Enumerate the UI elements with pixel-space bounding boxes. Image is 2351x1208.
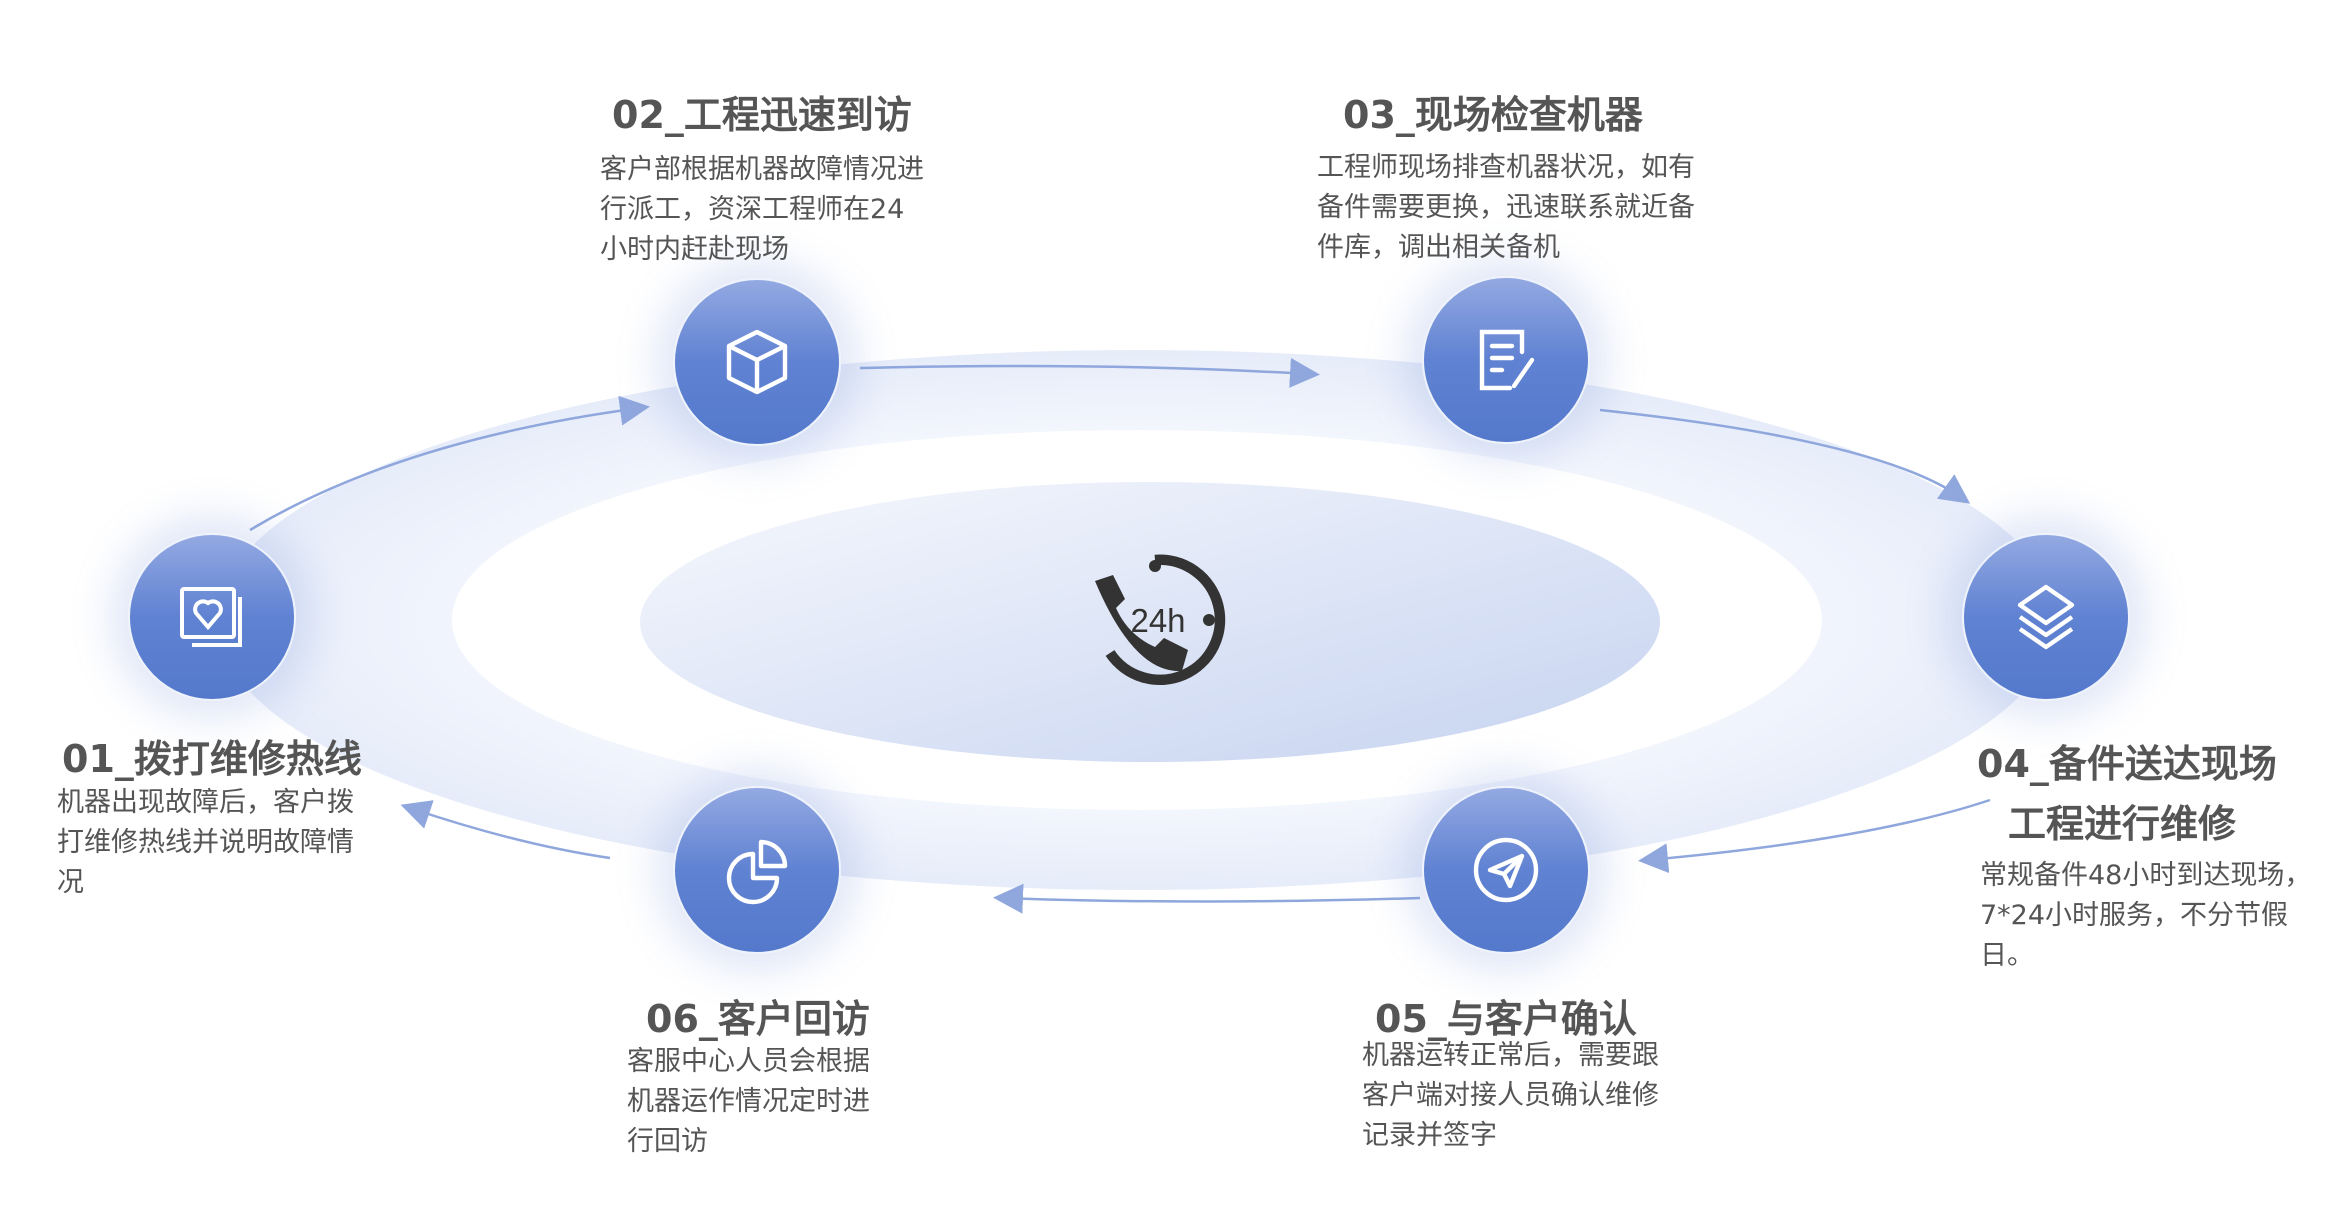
desc-line: 行派工，资深工程师在24 — [600, 194, 905, 225]
desc-line: 机器运转正常后，需要跟 — [1362, 1040, 1659, 1071]
desc-line: 客户部根据机器故障情况进 — [600, 154, 924, 185]
arrow-02-03 — [859, 357, 1320, 388]
step-02-node — [673, 278, 841, 446]
desc-line: 客户端对接人员确认维修 — [1362, 1080, 1659, 1111]
step-04-title: 04_备件送达现场 — [1977, 742, 2277, 786]
step-04-node — [1962, 533, 2130, 701]
step-03-desc: 工程师现场排查机器状况，如有 备件需要更换，迅速联系就近备 件库，调出相关备机 — [1317, 148, 1695, 268]
arrow-04-05 — [1638, 798, 1991, 874]
desc-line: 行回访 — [627, 1126, 708, 1157]
pie-chart-icon — [726, 839, 788, 905]
desc-line: 况 — [57, 867, 84, 898]
arrow-01-02 — [249, 395, 650, 532]
arrow-05-06 — [993, 883, 1421, 914]
step-01-desc: 机器出现故障后，客户拨 打维修热线并说明故障情 况 — [57, 783, 354, 903]
step-01-title: 01_拨打维修热线 — [62, 737, 362, 781]
desc-line: 日。 — [1980, 940, 2034, 971]
desc-line: 小时内赶赴现场 — [600, 234, 789, 265]
step-05-title: 05_与客户确认 — [1375, 997, 1637, 1041]
desc-line: 机器出现故障后，客户拨 — [57, 787, 354, 818]
desc-line: 客服中心人员会根据 — [627, 1046, 870, 1077]
center-label: 24h — [1130, 602, 1185, 639]
step-06-node — [673, 786, 841, 954]
step-06-title: 06_客户回访 — [646, 997, 870, 1041]
step-05-node — [1422, 786, 1590, 954]
document-edit-icon — [1479, 329, 1535, 391]
layers-icon — [2017, 584, 2075, 650]
photo-heart-icon — [180, 587, 242, 647]
step-03-title: 03_现场检查机器 — [1343, 93, 1643, 137]
desc-line: 常规备件48小时到达现场， — [1980, 860, 2312, 891]
step-04-title-line2: 工程进行维修 — [2008, 802, 2237, 846]
step-03-node — [1422, 276, 1590, 444]
step-01-node — [128, 533, 296, 701]
cube-icon — [726, 329, 788, 395]
arrow-06-01 — [400, 800, 611, 860]
desc-line: 工程师现场排查机器状况，如有 — [1317, 152, 1695, 183]
desc-line: 打维修热线并说明故障情 — [57, 827, 354, 858]
desc-line: 机器运作情况定时进 — [627, 1086, 870, 1117]
desc-line: 备件需要更换，迅速联系就近备 — [1317, 192, 1695, 223]
step-06-desc: 客服中心人员会根据 机器运作情况定时进 行回访 — [627, 1042, 870, 1162]
desc-line: 7*24小时服务，不分节假 — [1980, 900, 2289, 931]
24h-phone-icon: 24h — [1095, 554, 1226, 686]
step-05-desc: 机器运转正常后，需要跟 客户端对接人员确认维修 记录并签字 — [1362, 1036, 1659, 1156]
step-04-desc: 常规备件48小时到达现场， 7*24小时服务，不分节假 日。 — [1980, 856, 2311, 976]
step-02-desc: 客户部根据机器故障情况进 行派工，资深工程师在24 小时内赶赴现场 — [600, 150, 924, 270]
desc-line: 记录并签字 — [1362, 1120, 1497, 1151]
inner-ellipse — [640, 482, 1660, 762]
paper-plane-icon — [1473, 837, 1539, 903]
desc-line: 件库，调出相关备机 — [1317, 232, 1560, 263]
step-02-title: 02_工程迅速到访 — [612, 93, 912, 137]
arrow-03-04 — [1599, 408, 1971, 504]
